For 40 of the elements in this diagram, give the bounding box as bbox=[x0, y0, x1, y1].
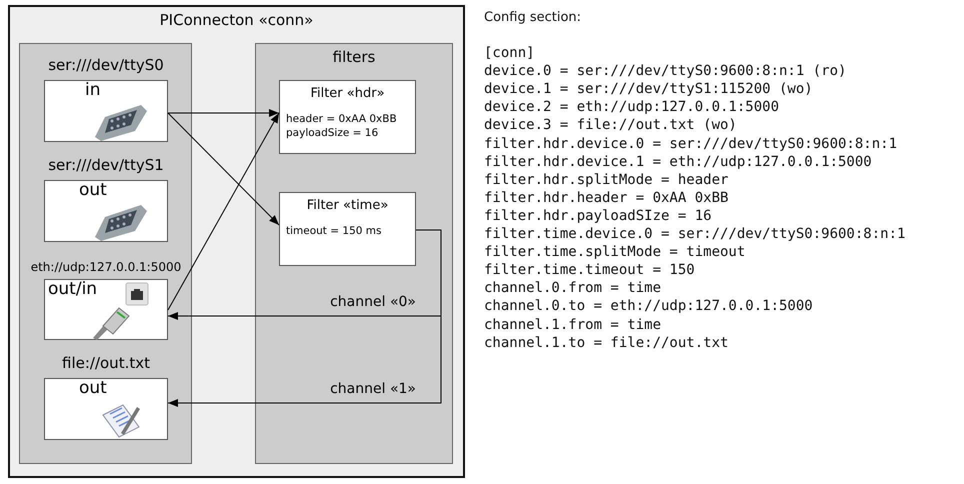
config-line: [conn] bbox=[484, 44, 535, 62]
config-heading: Config section: bbox=[484, 9, 582, 27]
device-mode: out bbox=[79, 180, 107, 200]
filter-title: Filter «hdr» bbox=[309, 86, 386, 102]
device-mode: in bbox=[85, 80, 100, 100]
device-address: file://out.txt bbox=[61, 354, 151, 372]
config-line: device.1 = ser:///dev/ttyS1:115200 (wo) bbox=[484, 80, 813, 98]
config-line: filter.hdr.device.0 = ser:///dev/ttyS0:9600:8:n:1 bbox=[484, 134, 898, 152]
config-line: filter.time.timeout = 150 bbox=[484, 261, 695, 280]
filter-box bbox=[279, 192, 416, 266]
config-line: filter.time.splitMode = timeout bbox=[484, 243, 746, 262]
config-line: channel.0.to = eth://udp:127.0.0.1:5000 bbox=[484, 297, 813, 316]
device-address: ser:///dev/ttyS0 bbox=[47, 56, 165, 74]
config-line: device.0 = ser:///dev/ttyS0:9600:8:n:1 (ro) bbox=[484, 62, 846, 80]
device-mode: out bbox=[79, 378, 107, 398]
arrow bbox=[168, 109, 280, 117]
arrow bbox=[168, 112, 280, 226]
config-line: channel.0.from = time bbox=[484, 279, 662, 298]
device-address: eth://udp:127.0.0.1:5000 bbox=[30, 260, 182, 274]
filter-settings: header = 0xAA 0xBB payloadSize = 16 bbox=[286, 112, 398, 140]
config-line: device.3 = file://out.txt (wo) bbox=[484, 116, 737, 134]
frame-title: PIConnecton «conn» bbox=[158, 11, 314, 29]
config-line: channel.1.to = file://out.txt bbox=[484, 334, 728, 352]
filter-settings: timeout = 150 ms bbox=[286, 224, 382, 238]
config-line: filter.time.device.0 = ser:///dev/ttyS0:9600:8:n:1 bbox=[484, 225, 906, 243]
arrow bbox=[168, 112, 280, 310]
device-address: ser:///dev/ttyS1 bbox=[47, 156, 165, 174]
connection-frame bbox=[8, 5, 465, 478]
panel-title: filters bbox=[332, 48, 376, 66]
filter-title: Filter «time» bbox=[306, 198, 390, 214]
devices-panel bbox=[19, 43, 192, 464]
device-mode: out/in bbox=[48, 279, 98, 299]
config-line: filter.hdr.payloadSIze = 16 bbox=[484, 206, 712, 225]
filters-panel bbox=[255, 43, 453, 464]
filter-box bbox=[279, 80, 416, 154]
config-line: device.2 = eth://udp:127.0.0.1:5000 bbox=[484, 98, 780, 116]
config-line: channel.1.from = time bbox=[484, 316, 662, 334]
config-line: filter.hdr.device.1 = eth://udp:127.0.0.1:5000 bbox=[484, 152, 872, 171]
config-line: filter.hdr.header = 0xAA 0xBB bbox=[484, 188, 728, 207]
config-line: filter.hdr.splitMode = header bbox=[484, 170, 728, 189]
